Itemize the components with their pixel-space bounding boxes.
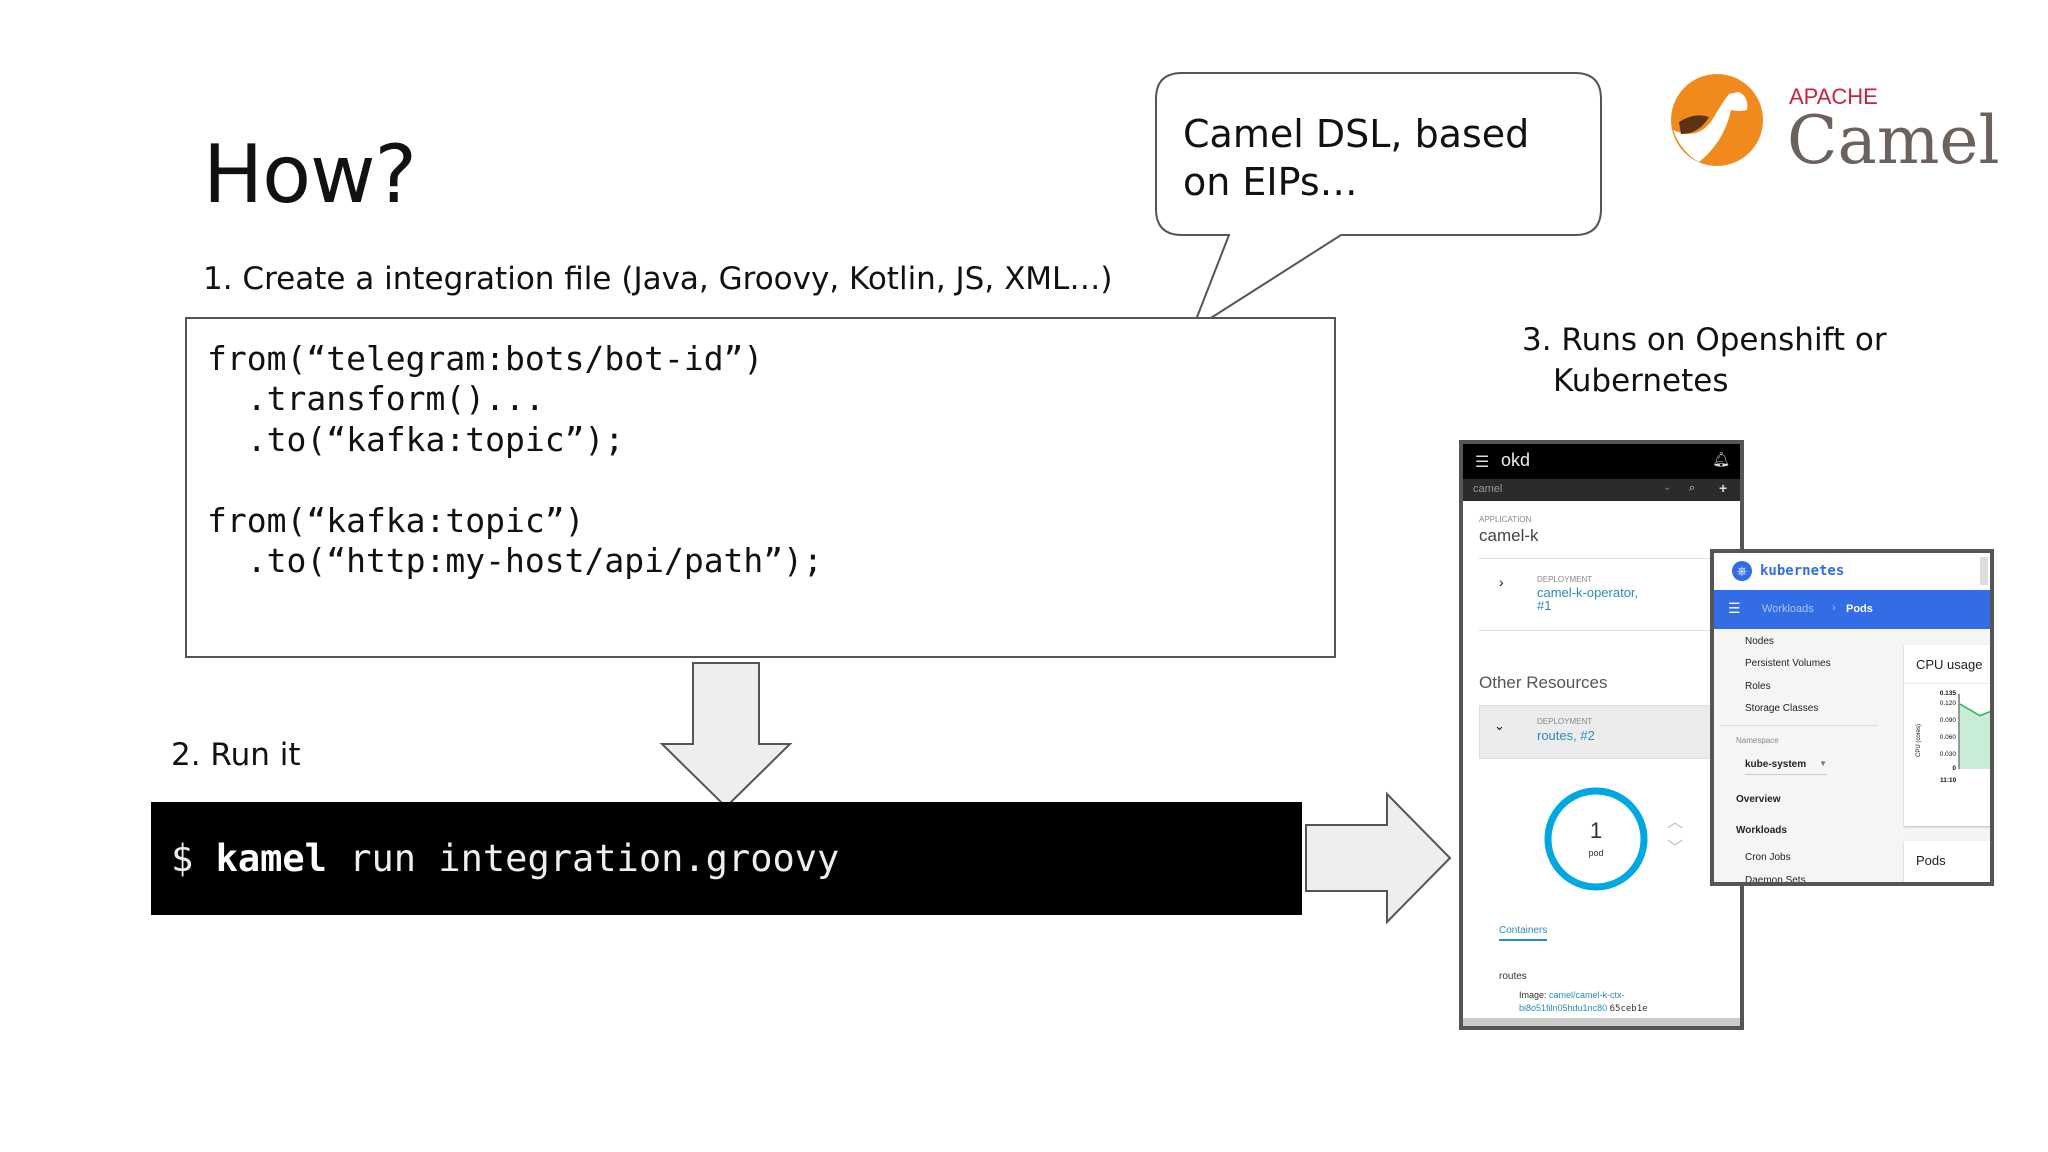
hamburger-menu-icon[interactable]: ☰ bbox=[1475, 454, 1490, 471]
breadcrumb-pods: Pods bbox=[1846, 603, 1873, 615]
nav-cron-jobs[interactable]: Cron Jobs bbox=[1745, 852, 1791, 863]
project-name: camel bbox=[1473, 483, 1503, 495]
slide-title: How? bbox=[203, 128, 417, 221]
right-arrow bbox=[1305, 791, 1452, 925]
search-icon[interactable]: ⌕ bbox=[1689, 482, 1696, 494]
deployment-link[interactable]: camel-k-operator,#1 bbox=[1537, 585, 1639, 613]
command-args: run integration.groovy bbox=[349, 837, 840, 880]
okd-brand: okd bbox=[1501, 450, 1531, 470]
cpu-y-tick: 0.120 bbox=[1939, 700, 1956, 707]
pod-donut bbox=[1544, 787, 1648, 891]
nav-nodes[interactable]: Nodes bbox=[1745, 636, 1774, 647]
pods-card: Pods bbox=[1904, 841, 1990, 882]
down-arrow bbox=[659, 662, 793, 809]
step-1-text: 1. Create a integration file (Java, Groo… bbox=[203, 261, 1113, 297]
namespace-select[interactable]: kube-system▼ bbox=[1745, 759, 1827, 775]
kubernetes-logo-icon: ⎈ bbox=[1732, 561, 1752, 581]
chevron-down-icon: ⌄ bbox=[1663, 482, 1672, 493]
step-3-text-line2: Kubernetes bbox=[1553, 363, 1729, 399]
cpu-y-tick: 0.135 bbox=[1939, 690, 1956, 697]
okd-console-screenshot: ☰ okd 🔔︎ camel ⌄ ⌕ + APPLICATION camel-k… bbox=[1459, 440, 1744, 1030]
cpu-y-tick: 0.090 bbox=[1939, 717, 1956, 724]
container-image: Image: camel/camel-k-ctx- bi8o51filn05hd… bbox=[1519, 990, 1648, 1014]
nav-overview[interactable]: Overview bbox=[1736, 794, 1781, 805]
horizontal-scrollbar[interactable] bbox=[1463, 1018, 1740, 1026]
bell-icon[interactable]: 🔔︎ bbox=[1712, 451, 1730, 467]
scale-down-icon[interactable]: ﹀ bbox=[1667, 840, 1684, 857]
application-name: camel-k bbox=[1479, 526, 1539, 545]
nav-storage-classes[interactable]: Storage Classes bbox=[1745, 703, 1819, 714]
code-box: from(“telegram:bots/bot-id”) .transform(… bbox=[185, 317, 1336, 658]
deployment-label: DEPLOYMENT bbox=[1537, 717, 1593, 726]
speech-bubble-text: Camel DSL, based on EIPs… bbox=[1183, 112, 1530, 204]
okd-top-bar: ☰ okd 🔔︎ bbox=[1463, 444, 1740, 479]
step-2-text: 2. Run it bbox=[171, 737, 301, 773]
terminal-command-bar: $ kamel run integration.groovy bbox=[151, 802, 1302, 915]
logo-apache-text: APACHE bbox=[1789, 84, 1878, 109]
cpu-chart bbox=[1958, 694, 1990, 769]
code-line: from(“kafka:topic”) bbox=[207, 501, 585, 540]
breadcrumb-workloads[interactable]: Workloads bbox=[1762, 603, 1814, 615]
k8s-header: ⎈ kubernetes bbox=[1714, 553, 1990, 590]
application-label: APPLICATION bbox=[1479, 515, 1532, 524]
deployment-link[interactable]: routes, #2 bbox=[1537, 728, 1595, 743]
code-line: .transform()... bbox=[207, 379, 545, 418]
code-line: .to(“kafka:topic”); bbox=[207, 420, 625, 459]
command-bin: kamel bbox=[215, 837, 327, 880]
project-selector[interactable]: camel ⌄ ⌕ + bbox=[1463, 479, 1740, 501]
routes-deployment-row[interactable]: ⌄ DEPLOYMENT routes, #2 bbox=[1479, 705, 1739, 759]
pods-title: Pods bbox=[1916, 853, 1946, 868]
search-box[interactable] bbox=[1980, 557, 1988, 585]
cpu-x-tick: 11:10 bbox=[1940, 777, 1957, 784]
cpu-y-tick: 0.060 bbox=[1939, 734, 1956, 741]
k8s-breadcrumb-bar: ☰ Workloads › Pods bbox=[1714, 590, 1990, 629]
chevron-right-icon[interactable]: › bbox=[1499, 574, 1504, 590]
cpu-usage-title: CPU usage bbox=[1916, 657, 1983, 672]
camel-logo-icon bbox=[1671, 74, 1763, 166]
pod-count: 1 bbox=[1589, 818, 1603, 843]
nav-daemon-sets[interactable]: Daemon Sets bbox=[1745, 875, 1806, 886]
speech-bubble bbox=[1155, 72, 1602, 333]
terminal-command: $ kamel run integration.groovy bbox=[171, 837, 839, 880]
add-icon[interactable]: + bbox=[1719, 480, 1728, 496]
tab-containers[interactable]: Containers bbox=[1499, 925, 1548, 941]
pod-label: pod bbox=[1588, 848, 1604, 858]
code-line: .to(“http:my-host/api/path”); bbox=[207, 541, 823, 580]
dropdown-arrow-icon: ▼ bbox=[1819, 759, 1827, 768]
code-line: from(“telegram:bots/bot-id”) bbox=[207, 339, 764, 378]
cpu-y-tick: 0 bbox=[1952, 765, 1956, 772]
hamburger-menu-icon[interactable]: ☰ bbox=[1728, 600, 1741, 616]
nav-workloads[interactable]: Workloads bbox=[1736, 825, 1787, 836]
cpu-y-tick: 0.030 bbox=[1939, 751, 1956, 758]
namespace-label: Namespace bbox=[1736, 736, 1779, 745]
step-3-text-line1: 3. Runs on Openshift or bbox=[1522, 322, 1887, 358]
cpu-area bbox=[1960, 704, 1990, 769]
nav-roles[interactable]: Roles bbox=[1745, 681, 1771, 692]
kubernetes-dashboard-screenshot: ⎈ kubernetes ☰ Workloads › Pods Nodes Pe… bbox=[1710, 549, 1994, 886]
k8s-brand: kubernetes bbox=[1760, 563, 1845, 579]
nav-persistent-volumes[interactable]: Persistent Volumes bbox=[1745, 658, 1831, 669]
breadcrumb-separator-icon: › bbox=[1832, 602, 1836, 614]
other-resources-heading: Other Resources bbox=[1479, 673, 1608, 692]
cpu-line bbox=[1959, 703, 1990, 717]
apache-camel-logo: APACHE Camel bbox=[1669, 72, 2000, 179]
chevron-down-icon: ⌄ bbox=[1494, 718, 1505, 733]
container-name: routes bbox=[1499, 971, 1527, 982]
deployment-label: DEPLOYMENT bbox=[1537, 575, 1593, 584]
prompt: $ bbox=[171, 837, 194, 880]
cpu-usage-card: CPU usage CPU (cores) 0.135 0.120 0.090 … bbox=[1904, 645, 1990, 826]
logo-camel-text: Camel bbox=[1787, 102, 2000, 179]
scale-up-icon[interactable]: ︿ bbox=[1667, 814, 1684, 831]
cpu-axis-label: CPU (cores) bbox=[1916, 723, 1922, 757]
